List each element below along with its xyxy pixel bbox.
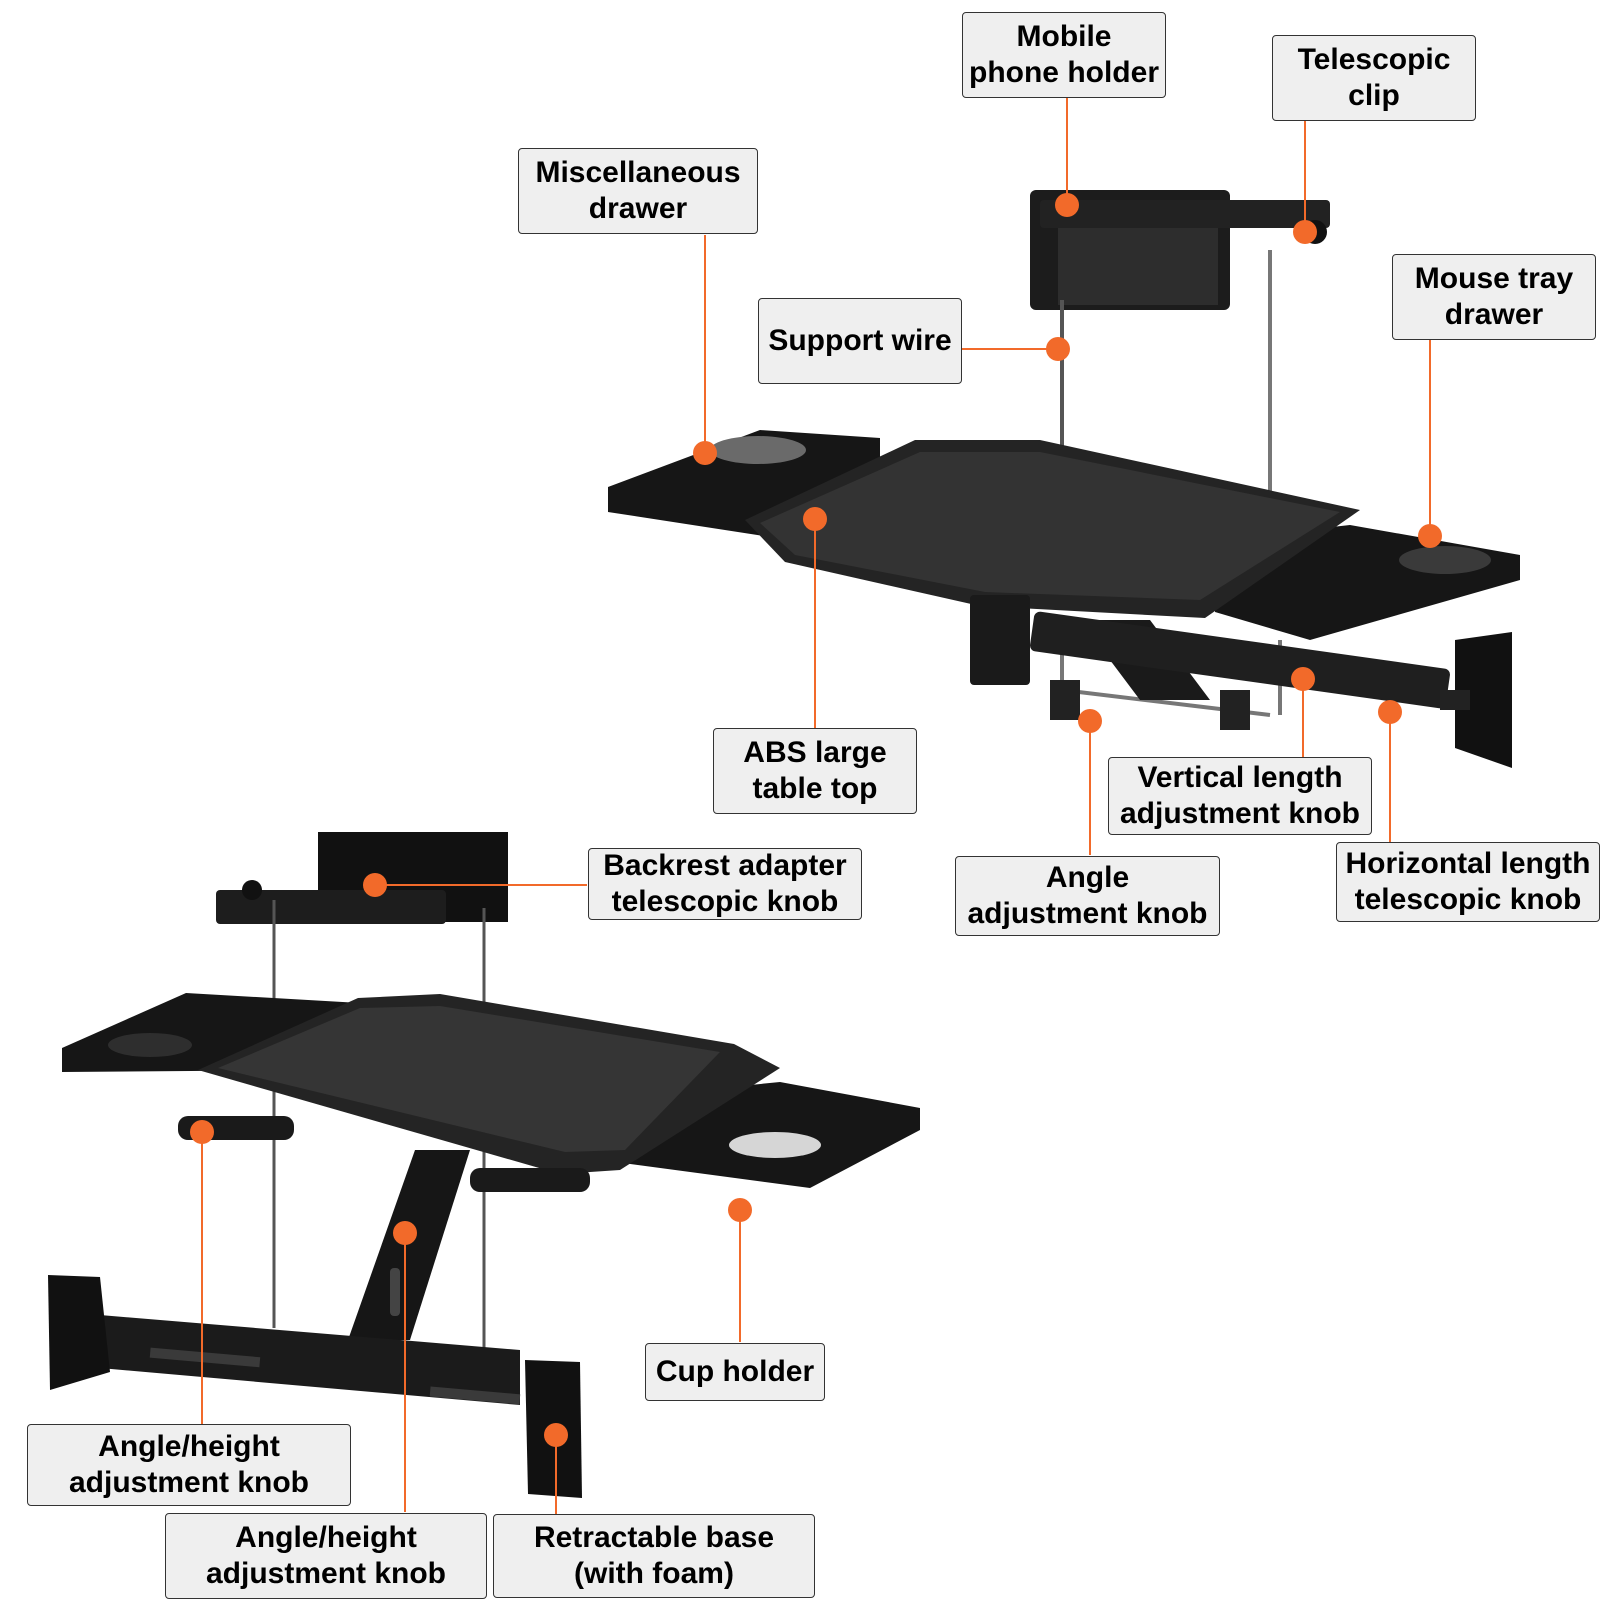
- telescopic-clip-label: Telescopic clip: [1272, 35, 1476, 121]
- mouse-tray-drawer-label: Mouse tray drawer: [1392, 254, 1596, 340]
- angle-height-adjustment-knob-label-left: Angle/height adjustment knob: [27, 1424, 351, 1506]
- callout-dots: [190, 193, 1442, 1447]
- retractable-base-label: Retractable base (with foam): [493, 1514, 815, 1598]
- top-product: [608, 190, 1520, 768]
- mobile-phone-holder-label: Mobile phone holder: [962, 12, 1166, 98]
- base-pad-left-front: [48, 1275, 110, 1390]
- angle-adjustment-knob-label: Angle adjustment knob: [955, 856, 1220, 936]
- vertical-length-adjustment-knob-label: Vertical length adjustment knob: [1108, 757, 1372, 835]
- bottom-product: [48, 832, 920, 1498]
- miscellaneous-drawer-label: Miscellaneous drawer: [518, 148, 758, 234]
- abs-large-table-top-label: ABS large table top: [713, 728, 917, 814]
- cup-holder-label: Cup holder: [645, 1343, 825, 1401]
- base-pad-right: [1455, 632, 1512, 768]
- angle-height-adjustment-knob-label-center: Angle/height adjustment knob: [165, 1513, 487, 1599]
- horizontal-length-telescopic-knob-label: Horizontal length telescopic knob: [1336, 842, 1600, 922]
- backrest-adapter-telescopic-knob-label: Backrest adapter telescopic knob: [588, 848, 862, 920]
- angle-arm: [348, 1150, 470, 1340]
- callout-leaders: [201, 97, 1431, 1514]
- support-wire-label: Support wire: [758, 298, 962, 384]
- base-bar: [100, 1315, 520, 1405]
